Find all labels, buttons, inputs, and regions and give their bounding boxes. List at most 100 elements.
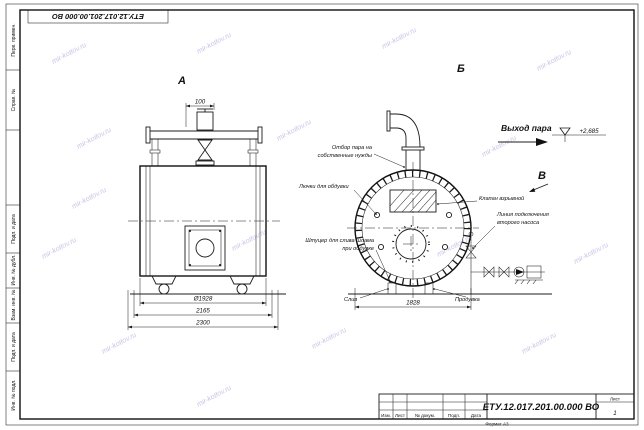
dim-100: 100 [185,99,215,127]
callout-text: Штуцер для слива шлама [305,238,374,244]
drain-nozzle [387,282,397,295]
watermark-text: mir-kotlov.ru [276,119,313,143]
pipe-flange [386,110,391,132]
title-col-doc: № докум. [415,413,435,418]
view-a-pipe-assembly [145,108,263,166]
watermark-text: mir-kotlov.ru [71,187,108,211]
boiler-front-shell [354,169,472,287]
valve-icon [197,139,213,161]
watermark-text: mir-kotlov.ru [231,229,268,253]
watermark-text: mir-kotlov.ru [481,135,518,159]
view-v-label: В [538,170,546,182]
view-a-label: А [177,75,186,87]
shell-top-flange [195,160,215,166]
boiler-side-body [128,165,286,295]
watermark-text: mir-kotlov.ru [196,32,233,56]
format-label: Формат А3 [485,422,509,427]
manhole-bolt-ring [392,225,430,263]
callout-hatches: Лючки для обдувки [298,184,377,215]
margin-cell-label: Подп. и дата [11,332,17,362]
view-a-dimensions: Ø1928 2165 2300 [127,278,279,330]
callout-text: при обдувке [342,246,374,252]
sheet-number: 1 [613,410,616,417]
callout-text: Клапан взрывной [479,195,524,202]
flipped-drawing-code: ЕТУ.12.017.201.00.000 ВО [52,12,144,21]
view-v-arrowhead [529,187,536,192]
steam-outlet-label: Выход пара [501,123,552,133]
level-mark: +2,685 [552,127,606,142]
dim-length1-value: 2165 [195,308,210,315]
title-col-izm: Изм. [381,413,391,418]
pipe-flange [257,126,263,144]
sheet-label: Лист [610,397,621,402]
view-b: Б [347,63,552,310]
watermark-text: mir-kotlov.ru [41,237,78,261]
valve-icon [483,266,495,278]
dim-diameter-value: Ø1928 [193,296,213,303]
level-mark-icon [559,127,571,136]
callout-text: Отбор пара на [332,145,372,151]
callout-text: Слив [344,297,357,303]
view-b-steam-pipe [386,110,425,170]
watermark-text: mir-kotlov.ru [101,332,138,356]
valve-icon [498,266,510,278]
title-col-data: Дата [471,413,482,418]
margin-cell-label: Справ. № [11,89,17,112]
steam-outlet-arrowhead [536,138,548,146]
support-roller [158,283,170,295]
inspection-door [184,225,226,271]
paper-edge [5,3,639,426]
callouts: Отбор пара на собственные нужды Лючки дл… [298,145,549,303]
margin-cell-label: Взам. инв. № [11,290,17,321]
margin-stamps: Перв. примен. Справ. № Подп. и дата Инв.… [6,23,20,411]
callout-sludge-fitting: Штуцер для слива шлама при обдувке [305,238,391,283]
watermark-text: mir-kotlov.ru [381,27,418,51]
watermark-text: mir-kotlov.ru [536,49,573,73]
pipe-flange [401,146,425,151]
dim-length2-value: 2300 [195,320,210,327]
watermark-text: mir-kotlov.ru [521,332,558,356]
callout-second-pump-line: Линия подключения второго насоса [472,212,549,249]
watermark-text: mir-kotlov.ru [76,127,113,151]
drawing-code: ЕТУ.12.017.201.00.000 ВО [483,402,600,413]
callout-text: собственные нужды [318,153,372,159]
drawing-frame [19,9,635,420]
level-value: +2,685 [579,128,599,135]
callout-text: Продувка [455,297,480,303]
pipe-flange [145,126,151,144]
sheet-frame [5,3,639,426]
title-block: Изм. Лист № докум. Подп. Дата ЕТУ.12.017… [378,393,635,427]
callout-blowdown: Продувка [433,288,480,303]
steam-outlet: Выход пара +2,685 В [498,123,606,192]
callout-text: второго насоса [497,220,539,226]
callout-text: Лючки для обдувки [298,184,349,190]
margin-cell-label: Подп. и дата [11,214,17,244]
manhole [392,225,430,263]
flange-bolt-ring [355,170,471,286]
view-b-label: Б [457,63,465,75]
watermark-text: mir-kotlov.ru [51,42,88,66]
support-roller [236,283,248,295]
motor-icon [526,265,542,279]
valve-icon [465,245,477,259]
view-a: А [127,75,286,330]
callout-explosion-valve: Клапан взрывной [437,195,524,205]
flipped-code-stamp: ЕТУ.12.017.201.00.000 ВО [27,9,169,24]
dim-width-value: 1828 [406,300,420,307]
support-saddles [151,275,255,295]
blow-off-hatches [373,211,453,251]
second-pump-scheme [465,231,545,294]
valve-actuator-icon [196,108,214,131]
margin-cell-label: Инв. № дубл. [11,255,17,286]
title-col-list: Лист [395,413,406,418]
callout-steam-tap: Отбор пара на собственные нужды [318,145,405,168]
title-col-podp: Подп. [448,413,460,418]
watermark-text: mir-kotlov.ru [196,385,233,409]
explosion-hatch [389,189,437,213]
view-v-marker: В [529,170,549,192]
dim-100-value: 100 [195,99,206,106]
margin-cell-label: Инв. № подл. [11,379,17,410]
watermark-text: mir-kotlov.ru [311,327,348,351]
